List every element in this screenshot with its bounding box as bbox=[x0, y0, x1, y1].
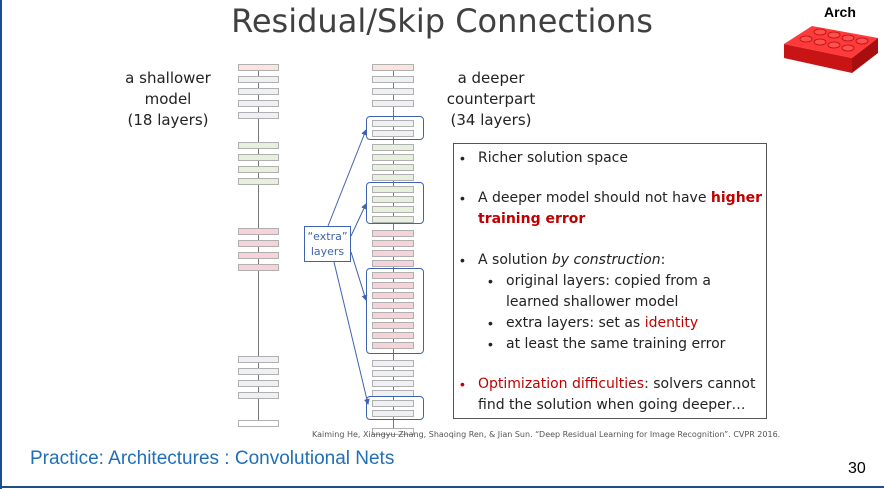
extra-layers-label: “extra” layers bbox=[304, 226, 351, 262]
bullet-text-part: : bbox=[660, 252, 666, 268]
bullet-text-part: : solvers cannot bbox=[644, 376, 756, 392]
extra-layers-box bbox=[366, 396, 424, 420]
extra-layers-box bbox=[366, 268, 424, 354]
bullet-text: find the solution when going deeper… bbox=[478, 397, 746, 413]
highlight-text: Optimization difficulties bbox=[478, 376, 645, 392]
sub-bullet-text: at least the same training error bbox=[506, 336, 726, 352]
bullet-text: Richer solution space bbox=[478, 150, 628, 166]
shallow-label-line: a shallower bbox=[125, 69, 211, 87]
bullet-text: A solution by construction: bbox=[478, 250, 665, 271]
left-rule bbox=[0, 0, 2, 489]
bullet-text-part: A deeper model should not have bbox=[478, 190, 711, 206]
extra-label-line: layers bbox=[310, 245, 345, 258]
deep-label-line: counterpart bbox=[446, 90, 536, 108]
emphasis-text: by construction bbox=[551, 252, 661, 268]
bullet-dot: • bbox=[460, 190, 465, 206]
arch-label: Arch bbox=[824, 4, 856, 20]
shallow-label-line: (18 layers) bbox=[127, 111, 209, 129]
lego-brick-icon bbox=[784, 26, 878, 73]
bullet-dot: • bbox=[460, 376, 465, 392]
extra-label-line: “extra” bbox=[307, 230, 348, 243]
highlight-text: identity bbox=[644, 315, 699, 331]
bullet-dot: • bbox=[460, 150, 465, 166]
bullet-text: Optimization difficulties: solvers canno… bbox=[478, 374, 755, 395]
highlight-text: higher bbox=[710, 190, 763, 206]
bullet-dot: • bbox=[460, 252, 465, 268]
sub-bullet-text: original layers: copied from a bbox=[506, 273, 711, 289]
deep-model-label: a deeper counterpart (34 layers) bbox=[440, 68, 542, 131]
sub-bullet-dot: • bbox=[488, 336, 493, 352]
page-number: 30 bbox=[848, 460, 866, 477]
highlight-text: training error bbox=[478, 211, 586, 227]
bullet-text-part: A solution bbox=[478, 252, 552, 268]
sub-bullet-text: extra layers: set as identity bbox=[506, 313, 698, 334]
sub-bullet-dot: • bbox=[488, 273, 493, 289]
sub-bullet-text: learned shallower model bbox=[506, 294, 679, 310]
extra-layers-box bbox=[366, 182, 424, 224]
citation: Kaiming He, Xiangyu Zhang, Shaoqing Ren,… bbox=[312, 430, 781, 439]
footer-link[interactable]: Practice: Architectures : Convolutional … bbox=[30, 448, 395, 469]
extra-layers-box bbox=[366, 116, 424, 140]
bullet-points-box: • Richer solution space • A deeper model… bbox=[453, 143, 767, 419]
deep-label-line: (34 layers) bbox=[450, 111, 532, 129]
bullet-text: A deeper model should not have higher bbox=[478, 188, 762, 209]
bottom-rule bbox=[0, 486, 884, 488]
shallow-model-label: a shallower model (18 layers) bbox=[110, 68, 226, 131]
sub-bullet-dot: • bbox=[488, 315, 493, 331]
slide-title: Residual/Skip Connections bbox=[231, 2, 653, 40]
deep-label-line: a deeper bbox=[457, 69, 525, 87]
bullet-text-part: extra layers: set as bbox=[506, 315, 645, 331]
shallow-label-line: model bbox=[144, 90, 192, 108]
